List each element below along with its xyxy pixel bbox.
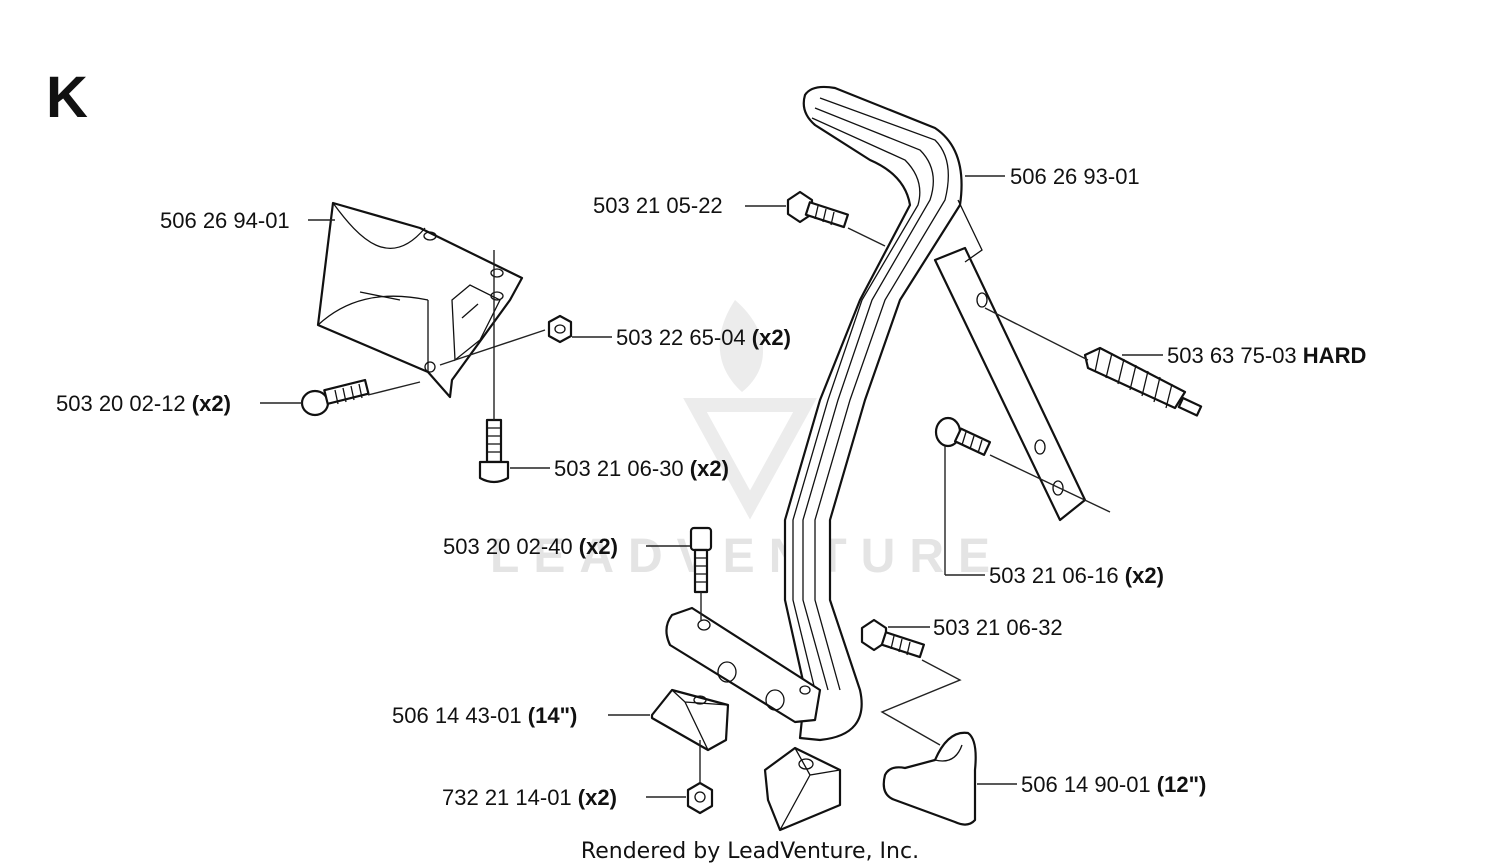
callout-503-20-02-40: 503 20 02-40 (x2) — [443, 534, 618, 559]
spacer-block-14in — [650, 688, 730, 752]
spacer-block-lower — [763, 746, 842, 832]
bolt-part-bottom — [689, 526, 713, 594]
bolt-part-vertical — [478, 418, 510, 484]
callout-503-21-05-22: 503 21 05-22 — [593, 193, 723, 218]
callout-503-21-06-32: 503 21 06-32 — [933, 615, 1063, 640]
bolt-part-strut — [934, 416, 992, 456]
nut-part-bottom — [686, 781, 714, 815]
callout-506-26-93-01: 506 26 93-01 — [1010, 164, 1140, 189]
support-strut-part — [933, 199, 1087, 522]
foot-plate-part — [665, 606, 822, 724]
callout-503-22-65-04: 503 22 65-04 (x2) — [616, 325, 791, 350]
callout-506-14-43-01: 506 14 43-01 (14") — [392, 703, 577, 728]
callout-503-20-02-12: 503 20 02-12 (x2) — [56, 391, 231, 416]
callout-506-26-94-01: 506 26 94-01 — [160, 208, 290, 233]
watermark: LEADVENTURE — [490, 300, 1004, 583]
callout-732-21-14-01: 732 21 14-01 (x2) — [442, 785, 617, 810]
bolt-part-lower — [860, 618, 925, 659]
callout-503-63-75-03: 503 63 75-03 HARD — [1167, 343, 1366, 368]
bolt-part-left — [300, 378, 370, 417]
callout-503-21-06-16: 503 21 06-16 (x2) — [989, 563, 1164, 588]
bolt-part-upper — [786, 190, 849, 229]
spacer-12in-part — [882, 731, 977, 826]
footer-credit: Rendered by LeadVenture, Inc. — [581, 839, 919, 864]
hex-nut-part — [547, 314, 573, 344]
front-guard-bracket — [316, 201, 524, 399]
watermark-text: LEADVENTURE — [490, 530, 1004, 583]
callout-503-21-06-30: 503 21 06-30 (x2) — [554, 456, 729, 481]
bumper-bar-part — [783, 85, 963, 742]
spring-part — [1083, 346, 1203, 417]
section-letter: K — [46, 65, 88, 130]
leader-lines — [260, 175, 1163, 798]
callout-506-14-90-01: 506 14 90-01 (12") — [1021, 772, 1206, 797]
